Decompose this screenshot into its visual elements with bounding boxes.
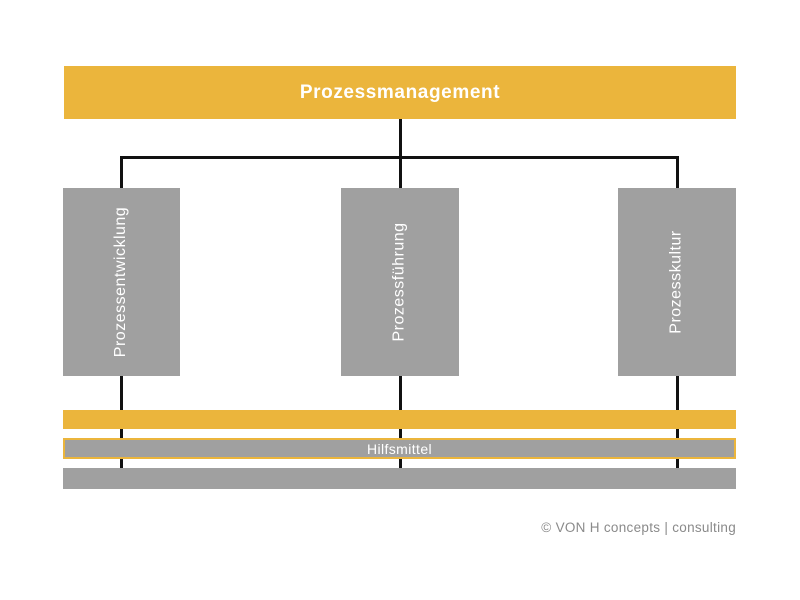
footer-credit: © VON H concepts | consulting — [541, 520, 736, 535]
support-bar-hilfsmittel: Hilfsmittel — [63, 438, 736, 459]
connector-drop-right — [676, 156, 679, 189]
pillar-prozesskultur: Prozesskultur — [618, 188, 736, 376]
hilfsmittel-label: Hilfsmittel — [366, 440, 433, 457]
support-bar-gray — [63, 468, 736, 489]
title-banner: Prozessmanagement — [64, 66, 736, 119]
pillar-label: Prozessführung — [391, 222, 408, 342]
connector-horizontal — [120, 156, 679, 159]
diagram-title: Prozessmanagement — [299, 81, 501, 103]
pillar-prozessentwicklung: Prozessentwicklung — [63, 188, 180, 376]
pillar-label: Prozessentwicklung — [112, 206, 130, 358]
support-bar-accent — [63, 410, 736, 429]
connector-drop-left — [120, 156, 123, 189]
pillar-label: Prozesskultur — [667, 230, 685, 334]
connector-vertical-center — [399, 119, 402, 189]
pillar-prozessfuehrung: Prozessführung — [341, 188, 459, 376]
